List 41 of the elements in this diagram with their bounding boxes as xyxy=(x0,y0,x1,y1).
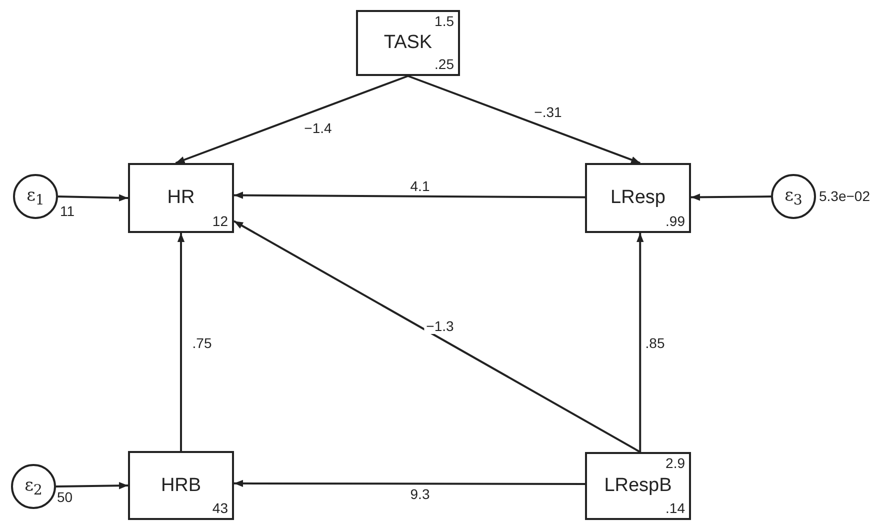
path-arrow xyxy=(56,482,128,490)
variance-value: 5.3e−02 xyxy=(819,188,870,204)
intercept-value: 1.5 xyxy=(434,14,454,29)
error-term-circle xyxy=(11,464,56,509)
error-term-label: ε$_{2}$ xyxy=(24,474,42,498)
error-term-circle xyxy=(13,174,58,219)
variance-value: 43 xyxy=(212,501,228,516)
path-coefficient: 9.3 xyxy=(408,486,432,502)
path-arrow xyxy=(177,233,185,451)
variance-value: .14 xyxy=(666,501,685,516)
error-term-label: ε$_{3}$ xyxy=(784,184,802,208)
variable-name: TASK xyxy=(384,32,432,54)
variance-value: 12 xyxy=(212,214,228,229)
variable-box xyxy=(585,163,691,233)
path-coefficient: −1.3 xyxy=(424,318,456,334)
variable-box xyxy=(128,451,234,520)
variable-name: LResp xyxy=(610,187,666,209)
path-coefficient: 4.1 xyxy=(408,178,432,194)
variable-box xyxy=(585,452,691,520)
path-arrow xyxy=(58,194,128,202)
variance-value: 11 xyxy=(60,203,75,219)
variance-value: .25 xyxy=(434,57,454,72)
path-coefficient: −1.4 xyxy=(302,120,334,136)
path-arrow xyxy=(234,220,641,453)
path-arrow xyxy=(408,75,640,164)
variable-name: LRespB xyxy=(604,475,672,497)
path-arrow xyxy=(690,194,772,201)
error-term-circle xyxy=(771,174,816,219)
path-arrow xyxy=(636,233,644,452)
intercept-value: 2.9 xyxy=(666,456,685,471)
path-arrow xyxy=(234,192,585,199)
variable-box xyxy=(128,163,234,233)
path-coefficient: −.31 xyxy=(532,104,564,120)
path-arrow xyxy=(234,480,585,488)
variance-value: 50 xyxy=(57,489,73,505)
error-term-label: ε$_{1}$ xyxy=(26,184,44,208)
variable-name: HR xyxy=(167,187,195,209)
variable-name: HRB xyxy=(160,474,202,496)
path-arrow xyxy=(175,75,408,164)
variance-value: .99 xyxy=(666,214,685,229)
variable-box xyxy=(356,10,460,76)
